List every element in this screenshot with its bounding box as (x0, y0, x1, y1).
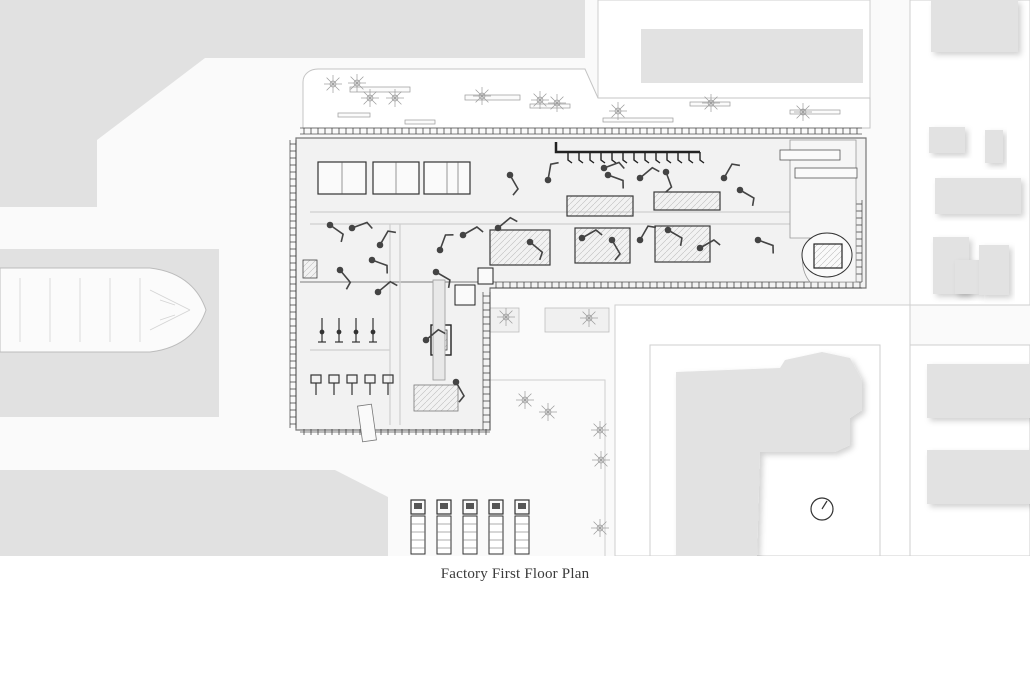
east-building-e (955, 260, 979, 294)
drill-stations (310, 318, 394, 395)
robot-arms (326, 161, 774, 403)
north-plaza (302, 68, 871, 129)
east-building-c (935, 178, 1021, 214)
ship-hull (0, 267, 207, 353)
east-building-top (931, 0, 1018, 52)
workcells (489, 191, 721, 266)
site-floor-plan (0, 0, 1030, 556)
southeast-building-b (927, 450, 1030, 504)
city-block-southwest (0, 470, 388, 556)
clock-icon (810, 497, 834, 521)
east-building-a (929, 127, 965, 153)
north-building (641, 29, 863, 83)
assembly-conveyor-top (554, 142, 700, 154)
trees (324, 74, 812, 537)
east-building-f (979, 245, 1009, 295)
plan-caption: Factory First Floor Plan (440, 566, 590, 582)
east-building-b (985, 130, 1003, 163)
l-shaped-building (676, 352, 862, 556)
city-block-northwest (0, 0, 585, 207)
colonnade-ticks (290, 128, 862, 435)
delivery-trucks (410, 499, 530, 555)
southeast-building-a (927, 364, 1030, 418)
